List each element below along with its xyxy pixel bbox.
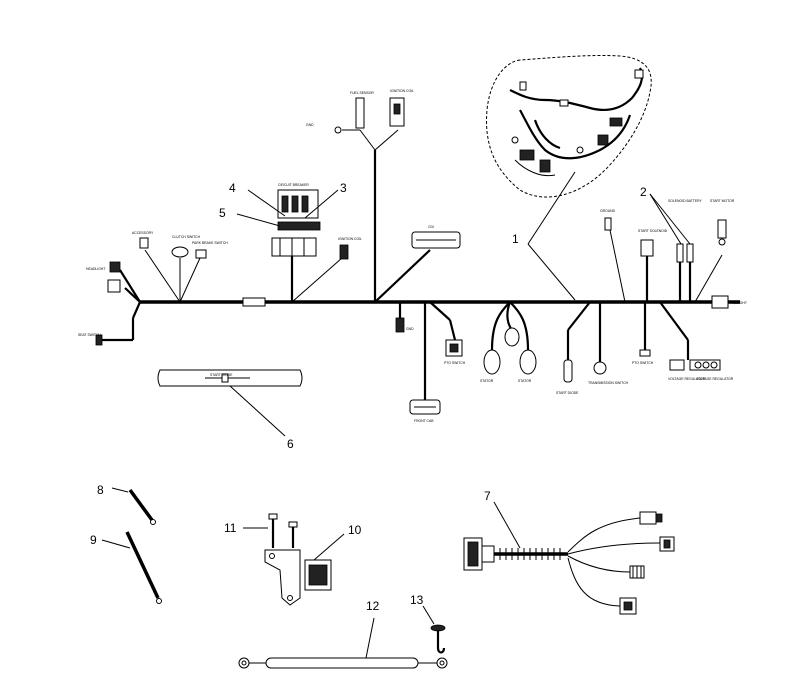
solenoid-battery-label: SOLENOID BATTERY: [668, 199, 703, 203]
callout-4: 4: [229, 181, 236, 195]
start-solenoid-label: START SOLENOID: [638, 229, 668, 233]
circuit-breaker-block: CIRCUIT BREAKER: [271, 183, 321, 257]
voltage-regulator-label-2: VOLTAGE REGULATOR: [696, 377, 734, 381]
engine-gnd-label: GND: [306, 123, 314, 127]
stator-label-1: STATOR: [480, 379, 494, 383]
fuel-sensor-label: FUEL SENSOR: [350, 91, 374, 95]
engine-harness-inset: [486, 54, 652, 198]
gnd-drop-label: GND: [406, 327, 414, 331]
callout-10: 10: [348, 523, 362, 537]
park-brake-switch-label: PARK BRAKE SWITCH: [192, 241, 228, 245]
callout-13: 13: [410, 593, 424, 607]
ignition-coil-label: IGNITION COIL: [338, 237, 362, 241]
callout-9: 9: [90, 533, 97, 547]
callout-7: 7: [484, 489, 491, 503]
callout-5: 5: [219, 206, 226, 220]
clutch-switch-label: CLUTCH SWITCH: [172, 235, 201, 239]
ground-label: GROUND: [600, 209, 616, 213]
voltage-regulator-label-1: VOLTAGE REGULATOR: [668, 377, 706, 381]
strip-label: START DIODE: [210, 373, 233, 377]
callout-12: 12: [366, 599, 380, 613]
start-diode-label: START DIODE: [556, 391, 579, 395]
accessory-sub-harness: [463, 511, 675, 615]
cable-tie-9: [125, 531, 160, 599]
relay-bracket: [264, 513, 332, 606]
cable-tie-8: [128, 488, 154, 522]
transmission-switch-label: TRANSMISSION SWITCH: [588, 381, 629, 385]
front-cab-label: FRONT CAB: [414, 419, 434, 423]
pto-lower-switch-label: PTO SWITCH: [632, 361, 654, 365]
stator-label-2: STATOR: [518, 379, 532, 383]
inline-fuse-holder: [242, 297, 266, 307]
taillight-label: TAILLIGHT: [730, 301, 747, 305]
callout-6: 6: [287, 437, 294, 451]
pto-switch-label: PTO SWITCH: [444, 361, 466, 365]
upper-coil-label: IGNITION COIL: [390, 89, 414, 93]
seat-switch-label: SEAT SWITCH: [78, 333, 101, 337]
circuit-breaker-label: CIRCUIT BREAKER: [278, 183, 309, 187]
callout-3: 3: [340, 181, 347, 195]
accessory-label: ACCESSORY: [132, 231, 154, 235]
terminal-bolt: [430, 624, 446, 654]
callout-2: 2: [640, 185, 647, 199]
callout-8: 8: [97, 483, 104, 497]
callout-1: 1: [512, 232, 519, 246]
start-diode-strip: START DIODE: [157, 369, 303, 387]
start-motor-label: START MOTOR: [710, 199, 735, 203]
cdi-label: CDI: [428, 225, 434, 229]
battery-cable: [238, 657, 448, 669]
callout-11: 11: [224, 521, 237, 535]
headlight-label: HEADLIGHT: [86, 267, 105, 271]
